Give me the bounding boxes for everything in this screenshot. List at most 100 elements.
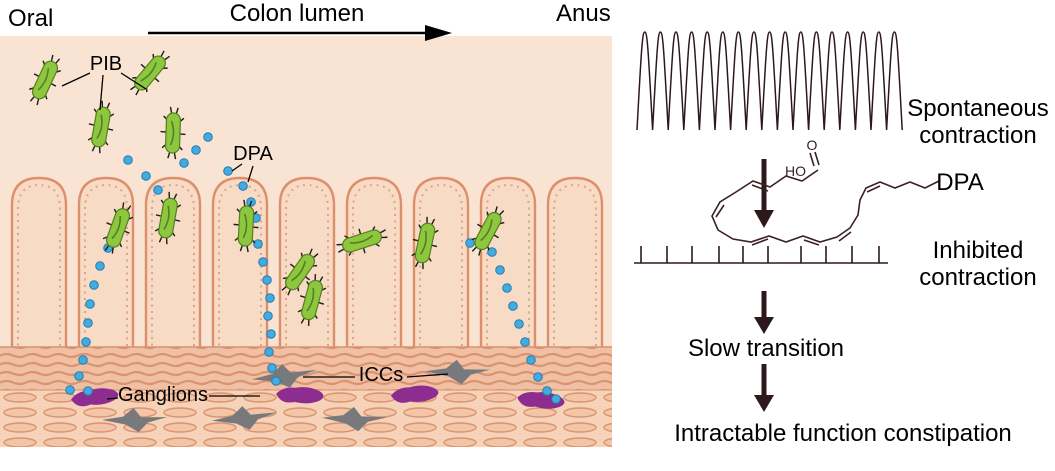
dpa-dot bbox=[262, 275, 272, 285]
dpa-dot bbox=[508, 301, 518, 311]
dpa-dot bbox=[203, 132, 213, 142]
dpa-dot bbox=[191, 145, 201, 155]
dpa-dot bbox=[95, 261, 105, 271]
bacterium-stripe bbox=[419, 230, 427, 255]
dpa-dot bbox=[123, 155, 133, 165]
villus bbox=[479, 176, 537, 354]
colon-lumen-arrow bbox=[148, 25, 452, 41]
dpa-dot bbox=[465, 238, 475, 248]
pib-bacterium bbox=[471, 206, 505, 256]
bacteria-layer bbox=[29, 50, 505, 327]
dpa-dot bbox=[223, 166, 233, 176]
villus bbox=[412, 176, 470, 354]
dpa-dot bbox=[83, 318, 93, 328]
ganglion bbox=[71, 388, 119, 407]
dpa-dot bbox=[263, 311, 273, 321]
icc-cell bbox=[322, 406, 388, 432]
arrowhead-icon bbox=[754, 395, 774, 412]
colon-diagram: Oral Colon lumen Anus PIB DPA ICCs Gangl… bbox=[0, 0, 612, 447]
inhibited-label-line1: Inhibited bbox=[933, 237, 1024, 264]
dpa-dot bbox=[83, 386, 93, 396]
chem-hydroxyl-label: HO bbox=[785, 163, 806, 179]
bacterium-stripe bbox=[163, 205, 170, 230]
dpa-dot bbox=[495, 265, 505, 275]
pib-bacterium bbox=[233, 199, 259, 253]
flow-arrow-2 bbox=[754, 291, 774, 334]
dpa-dot bbox=[266, 329, 276, 339]
inhibited-waveform-group bbox=[634, 246, 888, 264]
bacterium-stripe bbox=[111, 216, 122, 240]
dpa-dot bbox=[74, 371, 84, 381]
dpa-label-right: DPA bbox=[936, 169, 984, 196]
flow-arrow-3 bbox=[754, 364, 774, 412]
dpa-dot bbox=[258, 257, 268, 267]
dpa-dot bbox=[153, 185, 163, 195]
dpa-dot bbox=[253, 239, 263, 249]
iccs-layer bbox=[102, 359, 491, 433]
villus bbox=[345, 176, 403, 354]
dpa-dot bbox=[81, 337, 91, 347]
villus bbox=[211, 176, 269, 354]
bacterium-stripe bbox=[349, 234, 374, 244]
dpa-dot bbox=[238, 181, 248, 191]
dpa-dot bbox=[533, 372, 543, 382]
pib-bacterium bbox=[87, 100, 115, 154]
bacterium-stripe bbox=[140, 62, 157, 82]
outcome-label: Intractable function constipation bbox=[674, 420, 1012, 447]
iccs-label: ICCs bbox=[359, 364, 403, 386]
dpa-dot bbox=[89, 280, 99, 290]
arrowhead-icon bbox=[754, 210, 774, 228]
ganglions-pointer-lines bbox=[106, 395, 260, 400]
bacterium-stripe bbox=[169, 120, 175, 146]
slow-transition-label: Slow transition bbox=[688, 335, 844, 362]
pib-bacterium bbox=[154, 191, 182, 245]
bacterium-stripe bbox=[480, 219, 493, 242]
spontaneous-label-line1: Spontaneous bbox=[907, 95, 1048, 122]
arrowhead-icon bbox=[754, 317, 774, 334]
bacterium-stripe bbox=[96, 114, 103, 139]
dpa-dot bbox=[179, 158, 189, 168]
icc-cell bbox=[425, 359, 491, 385]
dpa-dot bbox=[514, 319, 524, 329]
pib-pointer-lines bbox=[61, 72, 147, 111]
bacterium-stripe bbox=[306, 287, 315, 312]
bacterium-stripe bbox=[291, 260, 307, 282]
colon-lumen-label: Colon lumen bbox=[230, 0, 365, 27]
circular-muscle-band bbox=[0, 347, 612, 390]
ganglion bbox=[390, 385, 439, 403]
pib-bacterium bbox=[130, 50, 170, 96]
pib-bacterium bbox=[297, 273, 327, 327]
icc-cell bbox=[102, 407, 168, 433]
anus-label: Anus bbox=[556, 0, 611, 27]
spontaneous-waveform-group bbox=[636, 31, 903, 131]
dpa-dot bbox=[271, 376, 281, 386]
ganglions-label: Ganglions bbox=[118, 384, 208, 406]
dpa-molecule-structure bbox=[711, 151, 940, 246]
pib-bacterium bbox=[411, 216, 439, 270]
dpa-pointer-lines bbox=[231, 163, 254, 183]
mechanism-flow: Spontaneous contraction O HO DPA Inhibit… bbox=[634, 31, 1049, 447]
dpa-dot bbox=[542, 386, 552, 396]
dpa-dot bbox=[526, 355, 536, 365]
dpa-dot bbox=[267, 363, 277, 373]
iccs-pointer-lines bbox=[303, 373, 449, 378]
dpa-dot bbox=[78, 355, 88, 365]
pib-bacterium bbox=[281, 248, 319, 296]
villus bbox=[10, 176, 68, 354]
pib-bacterium bbox=[29, 54, 61, 106]
bacterium-stripe bbox=[242, 213, 248, 239]
pib-label: PIB bbox=[90, 53, 122, 75]
arrowhead-icon bbox=[425, 25, 452, 41]
dpa-dot bbox=[141, 171, 151, 181]
icc-cell bbox=[212, 406, 277, 430]
dpa-dot bbox=[85, 299, 95, 309]
dpa-dots-layer bbox=[65, 132, 561, 404]
villus bbox=[546, 176, 604, 354]
dpa-dot bbox=[487, 247, 497, 257]
pib-bacterium bbox=[336, 226, 388, 256]
oral-label: Oral bbox=[8, 5, 53, 32]
spontaneous-label-line2: contraction bbox=[919, 122, 1036, 149]
dpa-label-left: DPA bbox=[233, 143, 273, 165]
